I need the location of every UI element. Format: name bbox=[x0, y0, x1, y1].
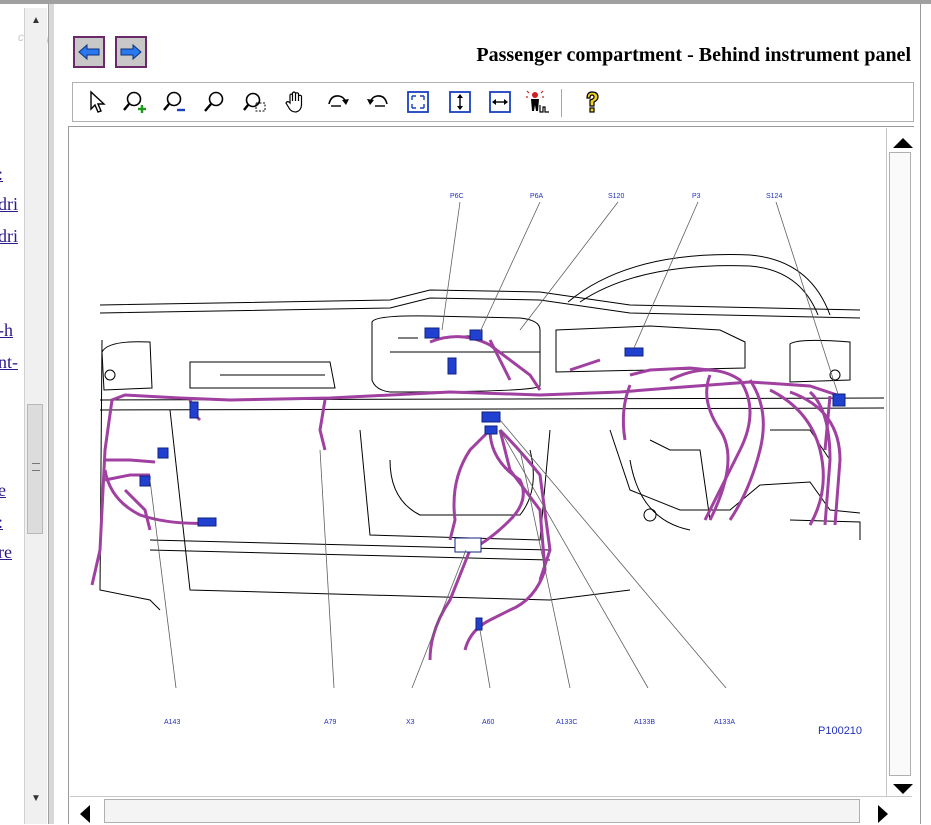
fit-window-icon bbox=[407, 91, 429, 113]
connector-a133[interactable] bbox=[481, 411, 501, 423]
label-a143: A143 bbox=[164, 719, 180, 726]
scroll-up-icon[interactable] bbox=[893, 138, 913, 148]
forward-button[interactable] bbox=[115, 36, 147, 68]
zoom-out-icon bbox=[163, 91, 185, 112]
connector-s124[interactable] bbox=[832, 393, 846, 407]
connector-x3[interactable] bbox=[454, 537, 482, 553]
nav-link[interactable]: : bbox=[0, 164, 3, 185]
scroll-right-icon[interactable] bbox=[878, 805, 888, 823]
viewer-horizontal-scrollbar[interactable] bbox=[70, 796, 912, 825]
navigation-pane: : dri dri -h nt- e : re clubopel.com ▲ ▼ bbox=[0, 4, 50, 824]
nav-link[interactable]: nt- bbox=[0, 352, 18, 372]
label-a133c: A133C bbox=[556, 719, 577, 726]
connectors bbox=[139, 327, 846, 631]
scroll-down-icon[interactable] bbox=[893, 784, 913, 794]
fit-width-tool[interactable] bbox=[485, 87, 515, 117]
leader-lines bbox=[149, 201, 839, 689]
nav-link[interactable]: dri bbox=[0, 226, 18, 246]
zoom-in-tool[interactable] bbox=[119, 87, 149, 117]
nav-pane-scrollbar[interactable]: ▲ ▼ bbox=[24, 8, 47, 824]
wiring-diagram-drawing: P6C P6A S120 P3 S124 A143 A79 X3 A60 A13… bbox=[90, 193, 884, 737]
help-icon bbox=[586, 91, 599, 113]
highlight-icon bbox=[526, 90, 549, 113]
fit-height-icon bbox=[449, 91, 471, 113]
connector-a143[interactable] bbox=[157, 447, 169, 459]
highlight-tool[interactable] bbox=[523, 87, 553, 117]
rotate-cw-icon bbox=[328, 95, 349, 107]
nav-link[interactable]: e bbox=[0, 480, 6, 500]
label-a60: A60 bbox=[482, 719, 495, 726]
scrollbar-thumb[interactable] bbox=[27, 404, 43, 534]
scroll-left-icon[interactable] bbox=[80, 805, 90, 823]
connector-s120[interactable] bbox=[469, 329, 483, 341]
rotate-ccw-icon bbox=[367, 95, 388, 107]
fastener bbox=[104, 369, 116, 381]
label-s124: S124 bbox=[766, 193, 782, 200]
zoom-out-tool[interactable] bbox=[159, 87, 189, 117]
connector-a79[interactable] bbox=[189, 401, 199, 419]
toolbar-separator bbox=[561, 89, 562, 117]
fit-window-tool[interactable] bbox=[403, 87, 433, 117]
help-tool[interactable] bbox=[577, 87, 607, 117]
scroll-up-icon[interactable]: ▲ bbox=[31, 15, 41, 26]
pan-hand-icon bbox=[285, 91, 303, 113]
nav-link[interactable]: dri bbox=[0, 194, 18, 214]
connector-p6a[interactable] bbox=[447, 357, 457, 375]
nav-link-list: : dri dri -h nt- e : re bbox=[0, 4, 24, 824]
zoom-icon bbox=[204, 91, 224, 112]
wiring-diagram[interactable]: P6C P6A S120 P3 S124 A143 A79 X3 A60 A13… bbox=[70, 130, 884, 794]
diagram-viewer[interactable] bbox=[68, 126, 914, 824]
nav-link[interactable]: -h bbox=[0, 320, 13, 340]
select-arrow-icon bbox=[90, 90, 106, 113]
fastener bbox=[643, 508, 657, 522]
viewer-vertical-scrollbar[interactable] bbox=[886, 128, 913, 796]
label-x3: X3 bbox=[406, 719, 415, 726]
diagram-reference-code: P100210 bbox=[818, 725, 862, 737]
nav-link[interactable]: re bbox=[0, 542, 12, 562]
rotate-right-tool[interactable] bbox=[323, 87, 353, 117]
scroll-down-icon[interactable]: ▼ bbox=[31, 793, 41, 804]
arrow-left-icon bbox=[78, 43, 100, 61]
label-a79: A79 bbox=[324, 719, 337, 726]
wiring-harness bbox=[90, 335, 842, 661]
zoom-tool[interactable] bbox=[199, 87, 229, 117]
zoom-window-tool[interactable] bbox=[239, 87, 269, 117]
select-tool[interactable] bbox=[83, 87, 113, 117]
connector-p3[interactable] bbox=[624, 347, 644, 357]
label-p6c: P6C bbox=[450, 193, 464, 200]
zoom-window-icon bbox=[243, 92, 266, 112]
pane-splitter[interactable] bbox=[48, 4, 54, 824]
viewer-toolbar bbox=[72, 82, 914, 122]
label-s120: S120 bbox=[608, 193, 624, 200]
fastener bbox=[829, 369, 841, 381]
nav-link[interactable]: : bbox=[0, 512, 3, 533]
label-p3: P3 bbox=[692, 193, 701, 200]
connector-a133[interactable] bbox=[484, 425, 498, 435]
window-top-border bbox=[0, 0, 931, 4]
connector-a143[interactable] bbox=[139, 475, 151, 487]
connector-a143[interactable] bbox=[197, 517, 217, 527]
back-button[interactable] bbox=[73, 36, 105, 68]
scrollbar-thumb[interactable] bbox=[889, 152, 911, 776]
fit-height-tool[interactable] bbox=[445, 87, 475, 117]
label-p6a: P6A bbox=[530, 193, 544, 200]
page-title: Passenger compartment - Behind instrumen… bbox=[476, 44, 911, 66]
connector-p6c[interactable] bbox=[424, 327, 440, 339]
connector-a60[interactable] bbox=[475, 617, 483, 631]
arrow-right-icon bbox=[120, 43, 142, 61]
scrollbar-thumb[interactable] bbox=[104, 799, 860, 823]
zoom-in-icon bbox=[123, 91, 146, 113]
label-a133a: A133A bbox=[714, 719, 735, 726]
window-right-border bbox=[920, 4, 931, 824]
grip-icon bbox=[32, 463, 40, 471]
pan-tool[interactable] bbox=[281, 87, 311, 117]
label-a133b: A133B bbox=[634, 719, 655, 726]
rotate-left-tool[interactable] bbox=[363, 87, 393, 117]
fit-width-icon bbox=[489, 91, 511, 113]
